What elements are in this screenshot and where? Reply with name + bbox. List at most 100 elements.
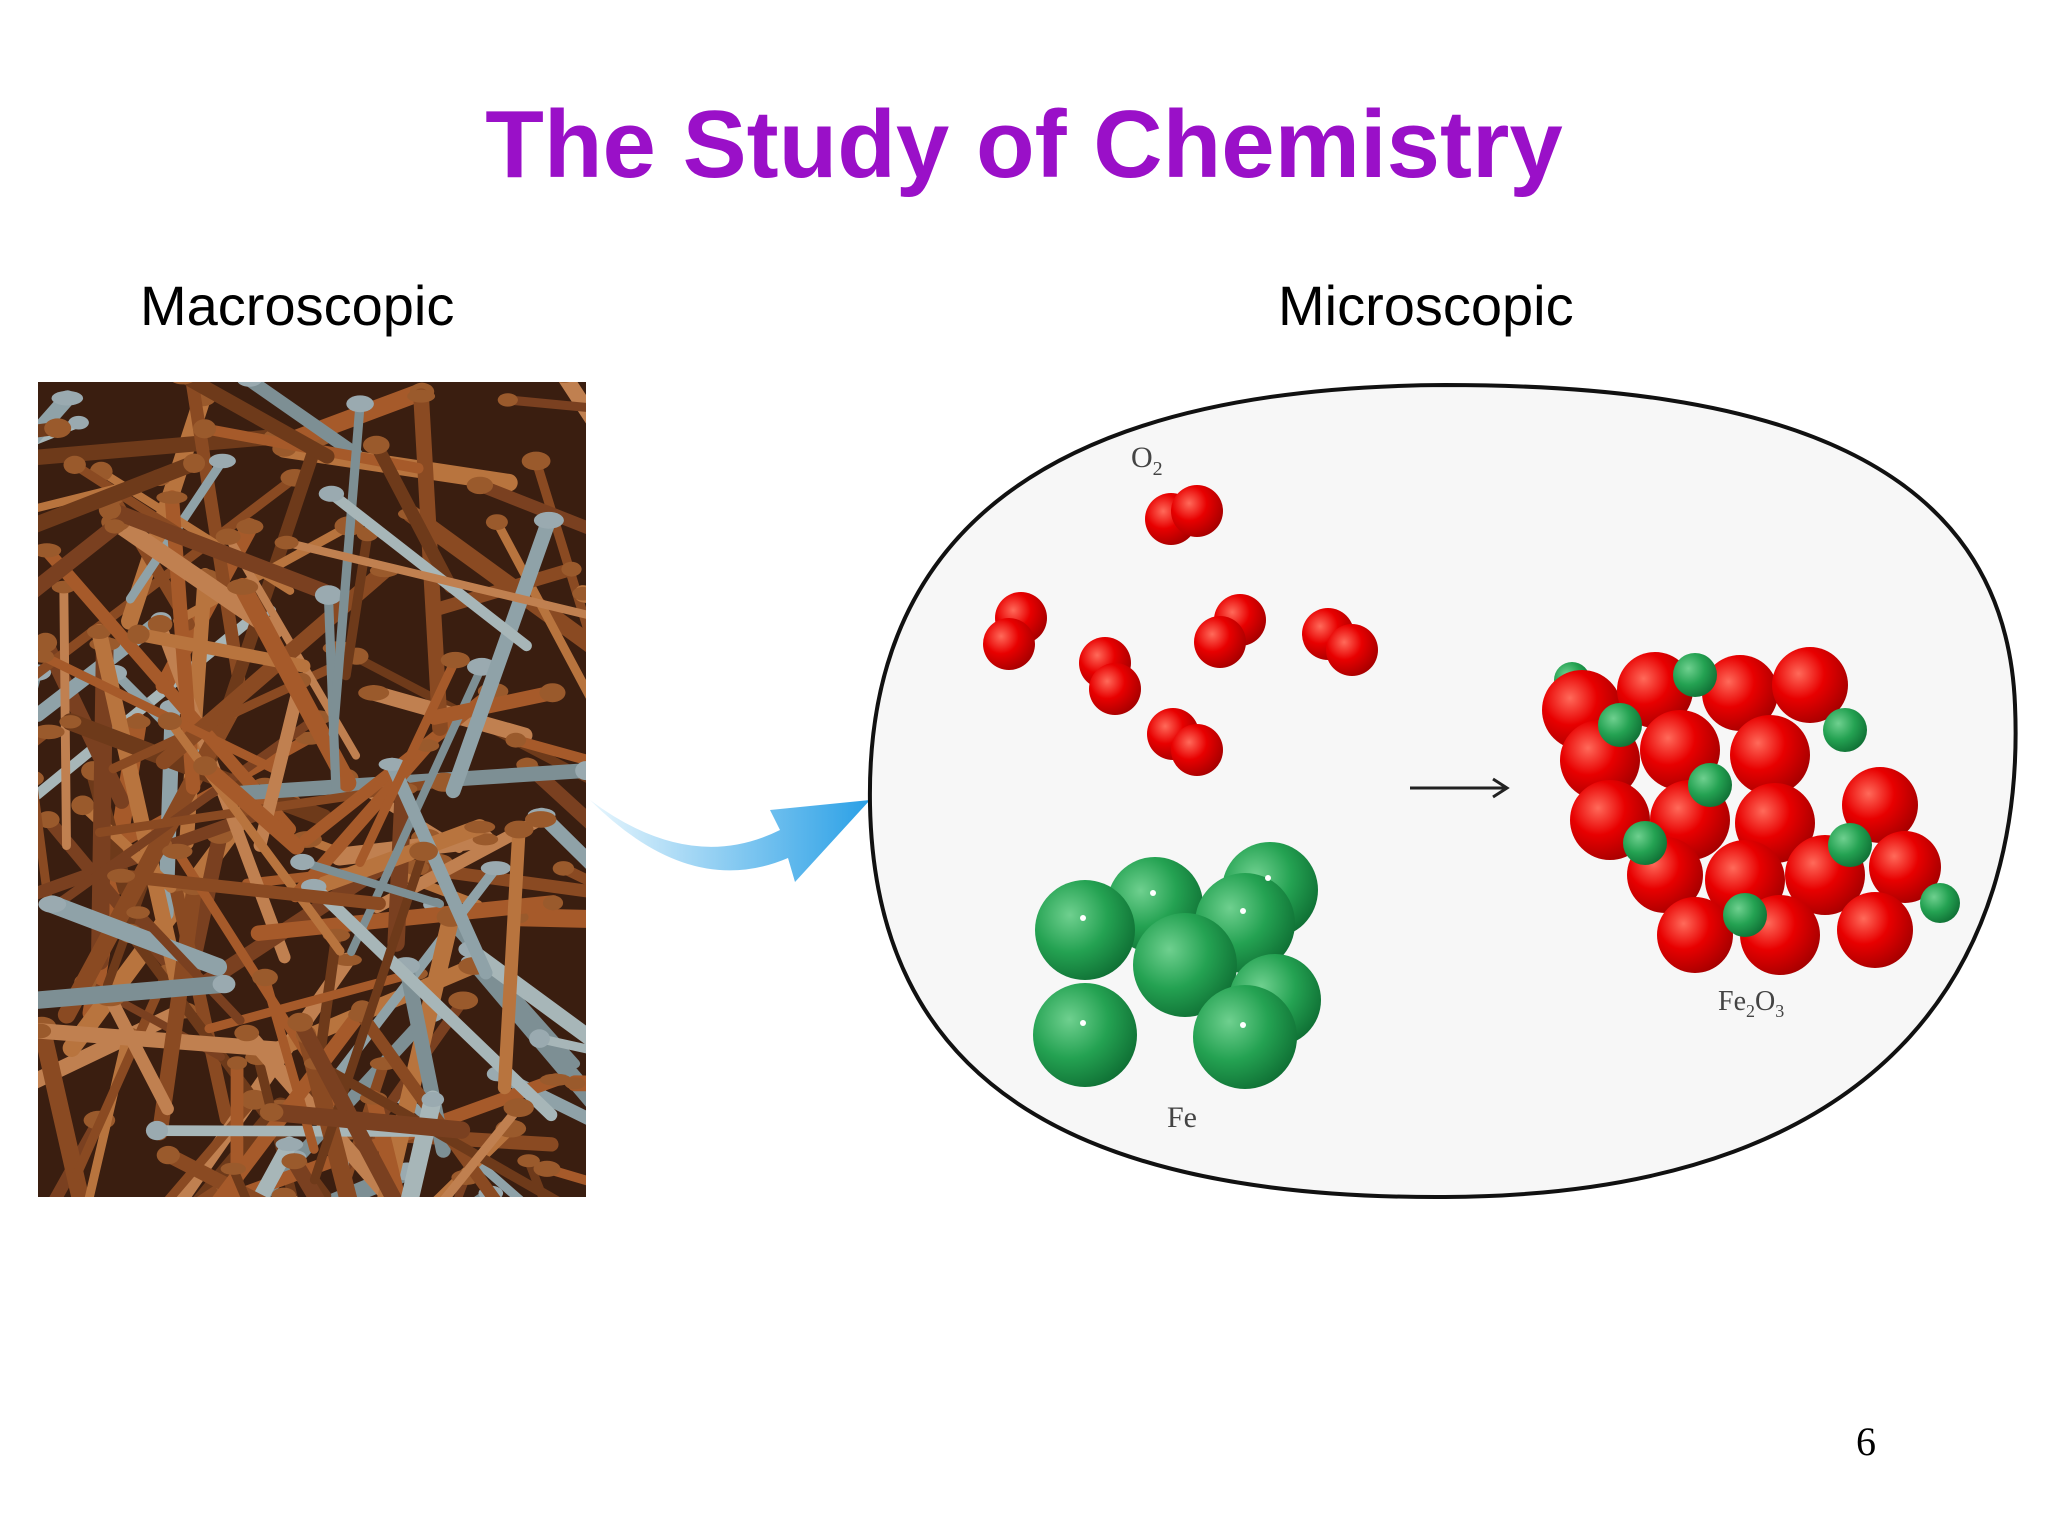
nail-head: [227, 578, 259, 595]
nail-head: [38, 543, 62, 558]
microscopic-label: Microscopic: [1278, 274, 1574, 337]
nail-head: [227, 1056, 248, 1070]
nail-stroke: [38, 390, 76, 444]
nail-head: [208, 453, 236, 469]
nail-head: [220, 1162, 246, 1175]
nail-head: [466, 476, 494, 495]
fe-label: Fe: [1167, 1101, 1197, 1134]
microscopic-diagram: O2 Fe: [867, 382, 2018, 1200]
nail-head: [192, 419, 217, 439]
nail-head: [51, 390, 84, 406]
nail-head: [378, 757, 406, 771]
nail-head: [38, 724, 65, 740]
nail-head: [215, 528, 241, 545]
nail-head: [275, 1137, 304, 1152]
nail-stroke: [251, 1136, 298, 1197]
nail-head: [38, 811, 60, 829]
nail-stroke: [108, 651, 362, 774]
nail-head: [281, 1153, 308, 1170]
nail-stroke: [179, 382, 335, 464]
fe2o3-label: Fe2O3: [1718, 986, 1784, 1021]
nail-head: [497, 393, 518, 407]
nail-stroke: [492, 517, 586, 699]
nail-head: [234, 1024, 260, 1042]
nail-stroke: [355, 655, 460, 867]
nail-stroke: [262, 1103, 471, 1139]
nail-head: [521, 451, 551, 471]
nail-head: [290, 853, 315, 871]
nail-stroke: [445, 512, 557, 799]
nail-stroke: [114, 869, 386, 911]
fe-cluster: [1033, 842, 1321, 1089]
nail-head: [162, 843, 193, 860]
nail-head: [193, 756, 218, 776]
nail-stroke: [282, 538, 586, 619]
nail-head: [333, 953, 362, 967]
rusty-nails-illustration: [38, 382, 586, 1197]
nail-head: [157, 712, 182, 731]
nail-head: [409, 841, 438, 861]
fe2o3-lattice: [1542, 647, 1960, 975]
nail-head: [107, 868, 136, 883]
nail-stroke: [90, 635, 114, 971]
nail-head: [212, 974, 236, 994]
nail-head: [552, 861, 575, 876]
right-arrow-icon: [1410, 777, 1510, 799]
nail-head: [38, 649, 54, 663]
nail-stroke: [509, 908, 586, 928]
nail-head: [448, 991, 479, 1010]
nail-head: [104, 519, 126, 534]
nail-head: [464, 820, 496, 834]
nail-stroke: [212, 1002, 370, 1197]
nail-head: [59, 715, 82, 729]
nail-head: [517, 1154, 540, 1168]
nail-stroke: [503, 395, 586, 412]
macroscopic-label: Macroscopic: [140, 274, 455, 337]
nail-head: [126, 906, 150, 919]
nail-head: [358, 685, 390, 701]
nail-stroke: [40, 543, 297, 836]
nail-head: [314, 585, 342, 605]
nail-stroke: [103, 991, 174, 1116]
nail-head: [271, 1187, 297, 1197]
nail-head: [363, 435, 390, 455]
nail-head: [287, 1012, 314, 1032]
nail-stroke: [534, 1034, 586, 1054]
o2-molecules: [983, 485, 1378, 776]
nail-stroke: [38, 1023, 290, 1058]
nail-head: [525, 811, 557, 828]
nail-head: [472, 833, 499, 846]
nail-head: [237, 382, 262, 387]
nail-stroke: [325, 488, 532, 652]
nail-stroke: [164, 1095, 259, 1197]
nail-head: [183, 453, 206, 473]
nail-stroke: [70, 968, 172, 1182]
nail-stroke: [38, 518, 123, 598]
nail-head: [63, 455, 86, 474]
nail-head: [145, 1120, 169, 1141]
nail-head: [38, 632, 58, 653]
nail-head: [38, 895, 67, 913]
nail-head: [87, 624, 112, 639]
nail-stroke: [243, 382, 363, 461]
nail-head: [480, 861, 511, 876]
rusty-nails-photo: [38, 382, 586, 1197]
nail-head: [252, 968, 278, 987]
nail-head: [38, 771, 44, 786]
nail-head: [236, 519, 264, 535]
nail-head: [240, 1089, 268, 1110]
nail-head: [407, 389, 436, 403]
nail-stroke: [133, 907, 245, 1025]
slide-number: 6: [1856, 1419, 1876, 1464]
slide-title: The Study of Chemistry: [485, 91, 1563, 198]
nail-stroke: [38, 428, 287, 466]
nail-stroke: [298, 857, 444, 908]
nail-stroke: [534, 807, 586, 869]
nail-stroke: [473, 479, 586, 534]
nail-stroke: [531, 456, 586, 636]
nail-head: [156, 1145, 180, 1165]
nail-stroke: [385, 757, 493, 980]
nail-head: [564, 1077, 586, 1090]
nail-stroke: [54, 712, 322, 908]
